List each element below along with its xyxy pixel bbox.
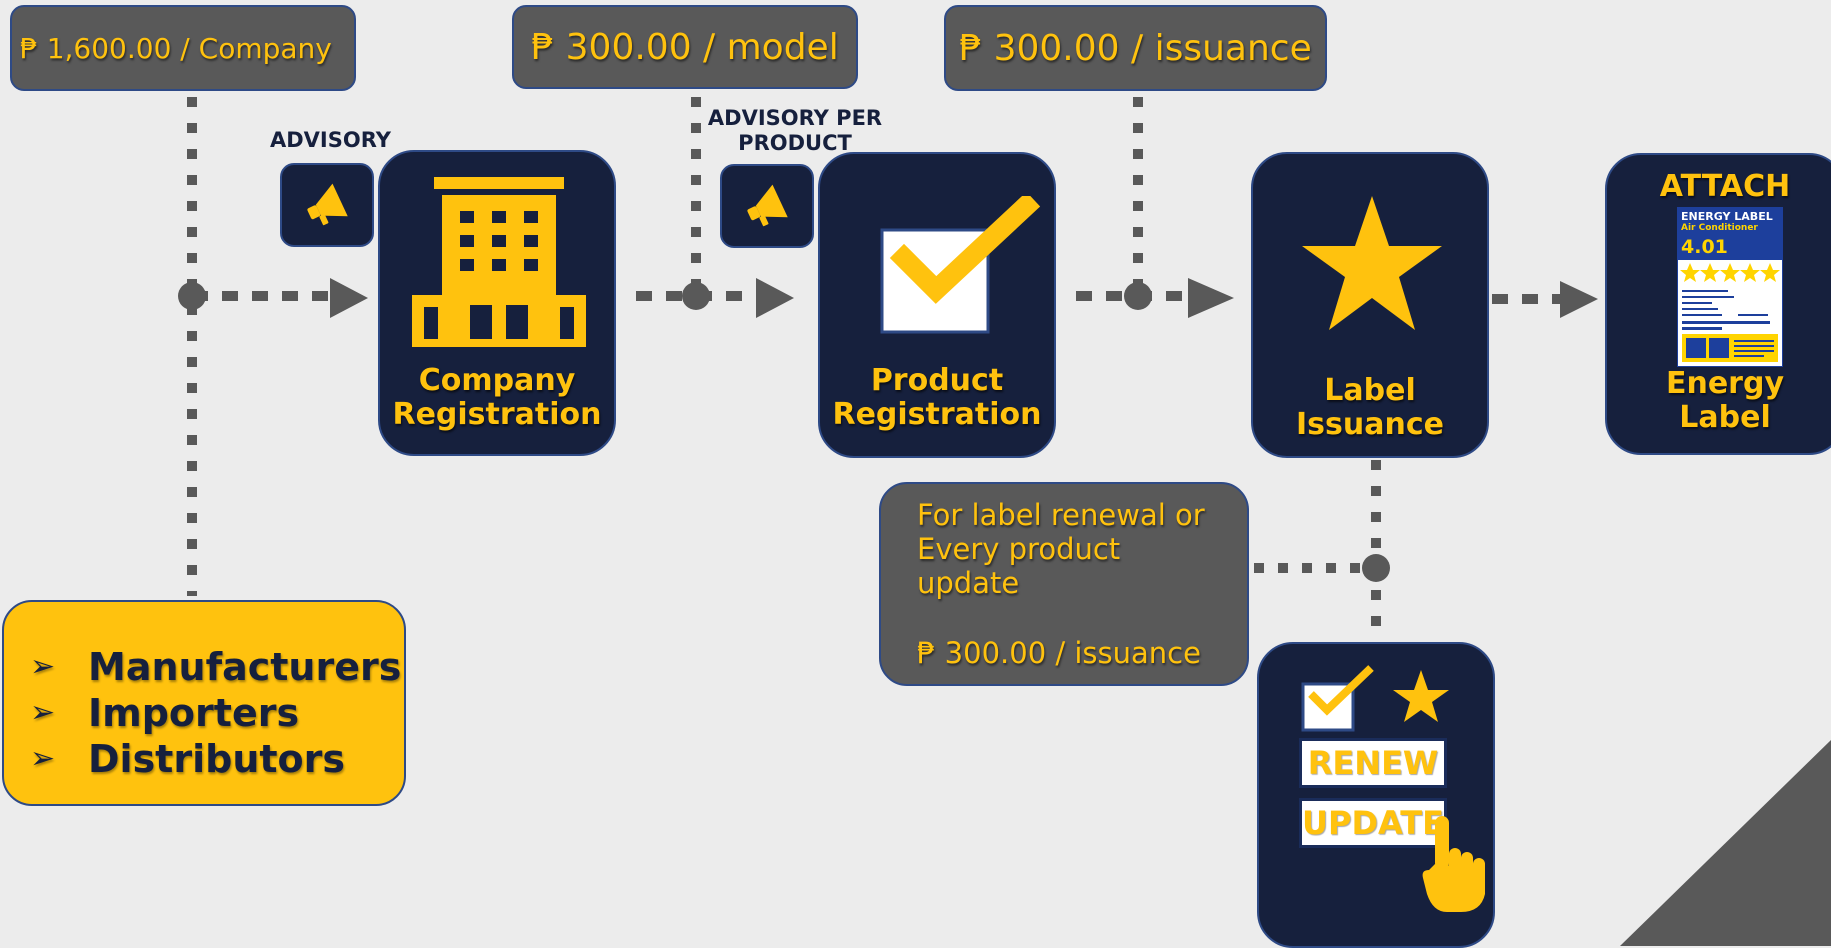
advisory-label-text: ADVISORY [270, 128, 391, 152]
update-text: UPDATE [1302, 804, 1444, 842]
energy-label-card-product: Air Conditioner [1681, 223, 1758, 233]
energy-label-icon: ENERGY LABEL Air Conditioner 4.01 [1677, 207, 1783, 367]
step-company-registration: Company Registration [378, 150, 616, 456]
energy-label-line2: Label [1679, 400, 1771, 435]
step-renew-update: RENEW UPDATE [1257, 642, 1495, 948]
rating-stars-icon [1680, 263, 1780, 282]
advisory-badge-product [720, 164, 814, 248]
applicant-label: Manufacturers [88, 645, 402, 689]
advisory-per-product-line1: ADVISORY PER [707, 106, 883, 130]
attach-title: ATTACH [1659, 169, 1791, 204]
label-details-icon [1682, 290, 1778, 362]
applicant-label: Importers [88, 691, 300, 735]
update-box: UPDATE [1299, 798, 1447, 848]
label-issuance-line2: Issuance [1296, 407, 1444, 442]
applicants-box: ➢ Manufacturers ➢ Importers ➢ Distributors [2, 600, 406, 806]
arrow-bullet-icon: ➢ [30, 741, 56, 776]
company-registration-line2: Registration [392, 397, 602, 432]
step-label-issuance: Label Issuance [1251, 152, 1489, 458]
list-item: ➢ Distributors [30, 736, 404, 782]
checkbox-star-icon [1301, 665, 1449, 732]
renew-box: RENEW [1299, 738, 1447, 788]
energy-label-card-title: ENERGY LABEL [1681, 210, 1773, 223]
list-item: ➢ Manufacturers [30, 644, 404, 690]
arrow-bullet-icon: ➢ [30, 695, 56, 730]
label-issuance-line1: Label [1324, 373, 1416, 408]
renewal-fee-text: ₱ 300.00 / issuance [917, 636, 1201, 670]
advisory-per-product-label: ADVISORY PER PRODUCT [700, 106, 890, 156]
advisory-label: ADVISORY [270, 128, 391, 153]
product-registration-line1: Product [870, 363, 1004, 398]
list-item: ➢ Importers [30, 690, 404, 736]
arrow-bullet-icon: ➢ [30, 649, 56, 684]
energy-label-line1: Energy [1665, 366, 1785, 401]
model-fee-text: ₱ 300.00 / model [531, 26, 839, 68]
advisory-badge-company [280, 163, 374, 247]
pointing-hand-icon [1422, 816, 1485, 912]
issuance-fee-text: ₱ 300.00 / issuance [959, 27, 1312, 69]
checkbox-icon [880, 196, 1041, 334]
renewal-note-line2: Every product [917, 532, 1121, 566]
renewal-note: For label renewal or Every product updat… [879, 482, 1249, 686]
applicant-label: Distributors [88, 737, 346, 781]
megaphone-icon [747, 184, 788, 227]
company-fee-text: ₱ 1,600.00 / Company [20, 31, 332, 65]
company-registration-line1: Company [418, 363, 576, 398]
step-energy-label: ATTACH ENERGY LABEL Air Conditioner 4.01 [1605, 153, 1831, 455]
model-fee-box: ₱ 300.00 / model [512, 5, 858, 89]
energy-label-card-rating: 4.01 [1681, 236, 1728, 258]
renewal-note-line1: For label renewal or [917, 498, 1205, 532]
step-product-registration: Product Registration [818, 152, 1056, 458]
megaphone-icon [307, 183, 348, 226]
star-icon [1302, 196, 1442, 330]
applicants-list: ➢ Manufacturers ➢ Importers ➢ Distributors [4, 644, 404, 782]
corner-decoration [1620, 740, 1831, 946]
building-icon [412, 177, 586, 347]
advisory-per-product-line2: PRODUCT [738, 131, 852, 155]
renew-text: RENEW [1307, 744, 1439, 782]
product-registration-line2: Registration [832, 397, 1042, 432]
renewal-note-line3: update [917, 566, 1020, 600]
issuance-fee-box: ₱ 300.00 / issuance [944, 5, 1327, 91]
company-fee-box: ₱ 1,600.00 / Company [10, 5, 356, 91]
